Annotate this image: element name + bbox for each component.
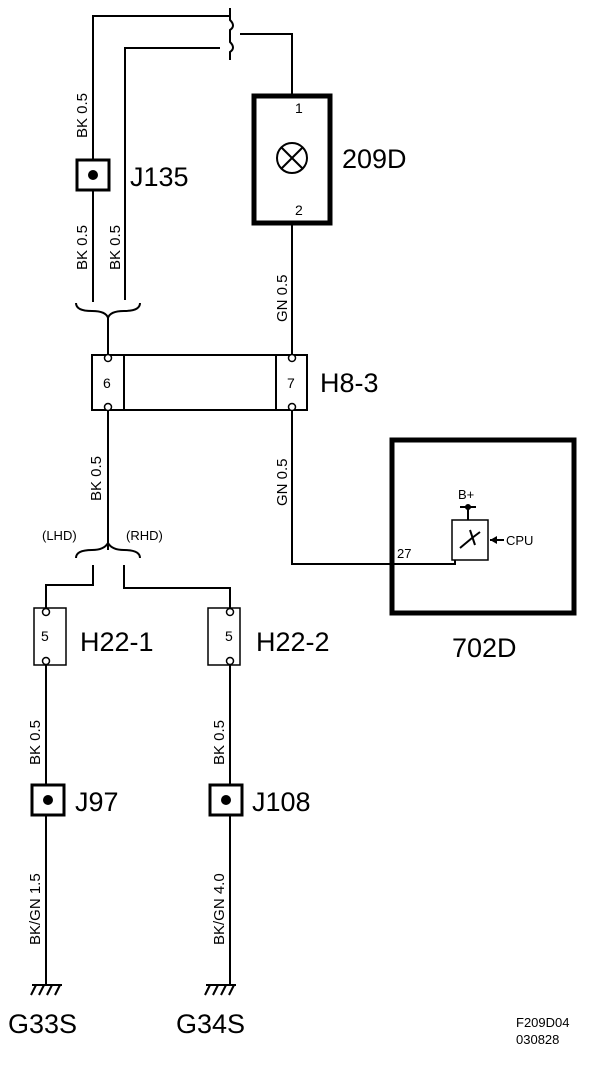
wire-rhd <box>123 565 231 610</box>
h8-3-pin7-label: 7 <box>287 375 295 391</box>
j135-dot <box>88 170 98 180</box>
ground-g33s-icon <box>30 984 62 996</box>
j97-dot <box>43 795 53 805</box>
h22-2-connector <box>207 607 241 666</box>
wire-label-h8-down: BK 0.5 <box>88 456 105 501</box>
j97-label: J97 <box>75 787 119 817</box>
j108-dot <box>221 795 231 805</box>
h8-3-pin6-bottom <box>103 402 113 412</box>
h22-2-pin-top <box>225 607 235 617</box>
wire-label-top-left: BK 0.5 <box>74 93 91 138</box>
lamp-pin1: 1 <box>295 100 303 116</box>
wire-lhd <box>45 565 94 610</box>
splice-brace-bottom <box>75 540 141 559</box>
wire-jump <box>229 8 234 60</box>
h22-2-label: H22-2 <box>256 627 330 657</box>
ecu-pin-label: 27 <box>397 546 411 561</box>
ecu-label: 702D <box>452 633 517 663</box>
h22-1-label: H22-1 <box>80 627 154 657</box>
j108-label: J108 <box>252 787 311 817</box>
ecu-bplus-label: B+ <box>458 487 474 502</box>
variant-lhd-label: (LHD) <box>42 528 77 543</box>
wire-top-outer <box>92 15 230 160</box>
wire-label-h8-to-ecu: GN 0.5 <box>274 458 291 506</box>
wire-to-lamp <box>240 33 293 95</box>
ecu-switch-icon <box>459 529 481 549</box>
ecu-cpu-arrow-icon <box>490 536 497 544</box>
h22-1-pin-top <box>41 607 51 617</box>
h22-2-pin-label: 5 <box>225 628 233 644</box>
h22-1-connector <box>33 607 67 666</box>
wire-label-lamp-to-h8: GN 0.5 <box>274 274 291 322</box>
wire-label-j97-down: BK/GN 1.5 <box>27 873 44 945</box>
h22-1-pin-label: 5 <box>41 628 49 644</box>
lamp-label: 209D <box>342 144 407 174</box>
lamp-icon-x2 <box>281 147 303 169</box>
wire-label-mid-left-b: BK 0.5 <box>107 225 124 270</box>
ecu-cpu-label: CPU <box>506 533 533 548</box>
h8-3-connector <box>91 354 308 411</box>
g33s-label: G33S <box>8 1009 77 1039</box>
h8-3-pin6-label: 6 <box>103 375 111 391</box>
wire-label-h22-2-down: BK 0.5 <box>211 720 228 765</box>
lamp-pin2: 2 <box>295 202 303 218</box>
h8-3-pin7-top <box>287 353 297 363</box>
wire-h8-to-ecu <box>291 410 392 565</box>
h22-2-pin-bottom <box>225 656 235 666</box>
h22-1-pin-bottom <box>41 656 51 666</box>
splice-brace-top <box>75 302 141 322</box>
g34s-label: G34S <box>176 1009 245 1039</box>
j135-label: J135 <box>130 162 189 192</box>
h8-3-pin6-top <box>103 353 113 363</box>
date-code: 030828 <box>516 1032 559 1047</box>
figure-id: F209D04 <box>516 1015 569 1030</box>
variant-rhd-label: (RHD) <box>126 528 163 543</box>
h8-3-pin7-bottom <box>287 402 297 412</box>
wire-label-h22-1-down: BK 0.5 <box>27 720 44 765</box>
h8-3-label: H8-3 <box>320 368 379 398</box>
wire-label-j108-down: BK/GN 4.0 <box>211 873 228 945</box>
wire-label-mid-left-a: BK 0.5 <box>74 225 91 270</box>
ecu-bplus-dot <box>465 504 471 510</box>
wire-top-inner <box>124 47 220 300</box>
ground-g34s-icon <box>204 984 236 996</box>
